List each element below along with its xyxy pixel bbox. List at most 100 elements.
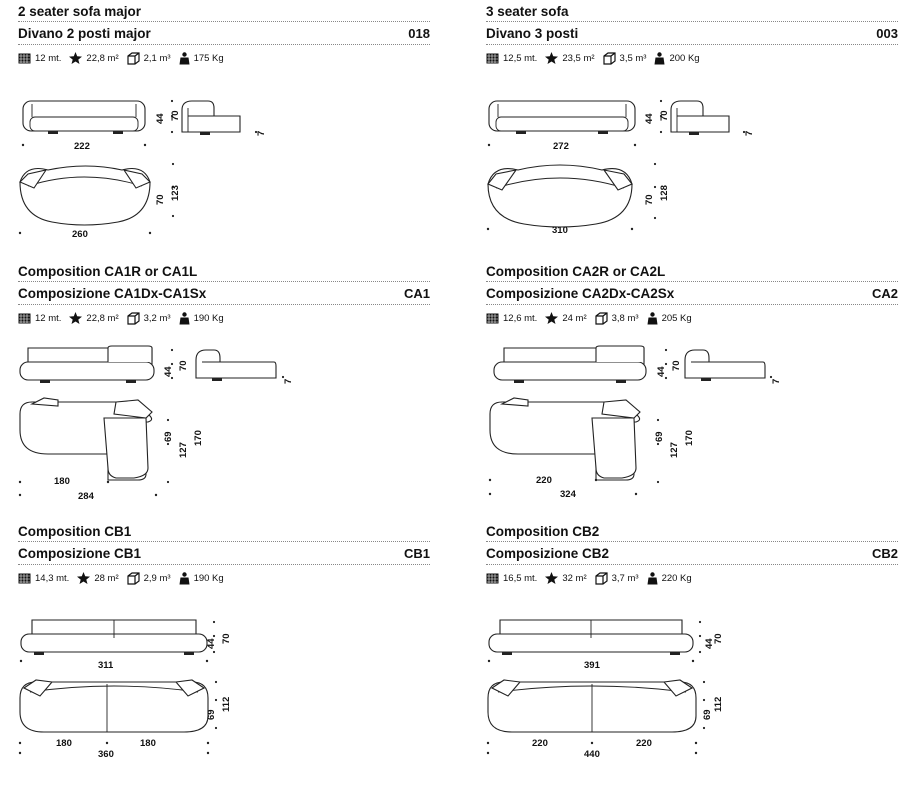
weight-icon: [179, 311, 190, 324]
dim-half-right: 180: [140, 738, 156, 749]
divider: [486, 281, 898, 282]
spec-surface: 28 m²: [77, 572, 119, 584]
spec-surface: 22,8 m²: [69, 312, 119, 324]
dim-leg: 7: [256, 131, 267, 136]
weight-icon: [179, 571, 190, 584]
dim-depth-3: 170: [193, 430, 204, 446]
product-title-it: Composizione CB2: [486, 546, 610, 561]
front-view: 44 70 311: [19, 619, 232, 671]
side-view: 44 70 7: [163, 348, 294, 384]
technical-drawing: 44 70 7 69 127 170 220 324: [488, 345, 782, 500]
weight-icon: [654, 51, 665, 64]
front-view: 44 70 391: [487, 619, 724, 671]
cube-volume-icon: [595, 571, 608, 585]
dim-depth-2: 112: [221, 697, 232, 712]
product-panel-2-seater-major: 2 seater sofa major Divano 2 posti major…: [18, 4, 430, 259]
dim-width: 272: [553, 141, 569, 152]
product-title-it: Composizione CA1Dx-CA1Sx: [18, 286, 207, 301]
top-view: 69 127 170 180 284: [18, 397, 204, 502]
dim-depth-1: 69: [654, 431, 665, 442]
spec-weight: 175 Kg: [179, 51, 224, 65]
front-view: [19, 345, 155, 383]
spec-volume: 2,9 m³: [127, 571, 171, 585]
weight-icon: [647, 571, 658, 584]
dim-seat-height: 44: [656, 366, 667, 377]
product-title-en: Composition CB2: [486, 524, 600, 539]
top-view: 69 112 180 180 360: [18, 679, 232, 760]
dim-width-outer: 260: [72, 229, 88, 240]
spec-volume: 3,7 m³: [595, 571, 639, 585]
divider: [486, 564, 898, 565]
dim-width-inner: 220: [536, 475, 552, 486]
divider: [18, 44, 430, 45]
dim-leg: 7: [283, 379, 294, 384]
technical-drawing: 44 70 7 69 127 170 180 284: [18, 345, 294, 502]
side-view: 44 70 7: [644, 99, 755, 136]
fabric-roll-icon: [18, 313, 31, 323]
dim-height: 70: [659, 110, 670, 121]
technical-drawing: 272 44 70 7 70 128 310: [486, 99, 755, 236]
spec-row: 12 mt. 22,8 m² 2,1 m³ 175 Kg: [18, 51, 232, 65]
fabric-roll-icon: [486, 573, 499, 583]
side-view: 44 70 7: [656, 348, 782, 384]
spec-weight: 220 Kg: [647, 571, 692, 585]
spec-volume: 2,1 m³: [127, 51, 171, 65]
spec-row: 14,3 mt. 28 m² 2,9 m³ 190 Kg: [18, 571, 232, 585]
dim-depth-2: 127: [669, 442, 680, 458]
technical-drawing: 44 70 311 69 112 180 180 360: [18, 619, 232, 760]
star-surface-icon: [545, 312, 559, 324]
dim-seat-height: 44: [163, 366, 174, 377]
product-title-en: Composition CA2R or CA2L: [486, 264, 666, 279]
spec-surface: 32 m²: [545, 572, 587, 584]
dim-half-right: 220: [636, 738, 652, 749]
dim-width: 311: [98, 660, 114, 671]
spec-row: 16,5 mt. 32 m² 3,7 m³ 220 Kg: [486, 571, 700, 585]
divider: [486, 44, 898, 45]
top-view: 70 123 260: [18, 162, 181, 240]
spec-row: 12,6 mt. 24 m² 3,8 m³ 205 Kg: [486, 311, 700, 325]
dim-width: 222: [74, 141, 90, 152]
dim-half-left: 180: [56, 738, 72, 749]
top-view: 70 128 310: [486, 162, 670, 236]
star-surface-icon: [77, 572, 91, 584]
spec-volume: 3,8 m³: [595, 311, 639, 325]
product-code: CB1: [403, 546, 430, 561]
spec-fabric: 14,3 mt.: [18, 573, 69, 584]
spec-volume: 3,2 m³: [127, 311, 171, 325]
product-code: 003: [876, 26, 898, 41]
spec-weight: 190 Kg: [179, 311, 224, 325]
dim-width-outer: 284: [78, 491, 95, 502]
star-surface-icon: [545, 52, 559, 64]
dim-width-inner: 180: [54, 476, 70, 487]
product-code: CA1: [403, 286, 430, 301]
cube-volume-icon: [127, 311, 140, 325]
product-title-it: Divano 3 posti: [486, 26, 579, 41]
spec-weight: 200 Kg: [654, 51, 700, 65]
dim-width: 391: [584, 660, 601, 671]
divider: [18, 304, 430, 305]
dim-depth-1: 69: [163, 431, 174, 442]
product-panel-cb2: Composition CB2 Composizione CB2 CB2 16,…: [486, 524, 898, 784]
divider: [486, 21, 898, 22]
divider: [18, 21, 430, 22]
spec-surface: 24 m²: [545, 312, 587, 324]
dim-depth: 123: [170, 185, 181, 201]
divider: [18, 564, 430, 565]
dim-width-outer: 440: [584, 749, 600, 760]
cube-volume-icon: [127, 51, 140, 65]
dim-depth-inner: 70: [644, 194, 655, 205]
dim-seat-height: 44: [704, 638, 715, 649]
dim-width-outer: 324: [560, 489, 577, 500]
star-surface-icon: [69, 52, 83, 64]
spec-row: 12 mt. 22,8 m² 3,2 m³ 190 Kg: [18, 311, 232, 325]
divider: [18, 281, 430, 282]
product-title-it: Divano 2 posti major: [18, 26, 151, 41]
fabric-roll-icon: [486, 53, 499, 63]
dim-width-outer: 310: [552, 225, 568, 236]
weight-icon: [647, 311, 658, 324]
fabric-roll-icon: [18, 53, 31, 63]
dim-height: 70: [713, 633, 724, 644]
product-code: CB2: [871, 546, 898, 561]
star-surface-icon: [69, 312, 83, 324]
dim-leg: 7: [771, 379, 782, 384]
